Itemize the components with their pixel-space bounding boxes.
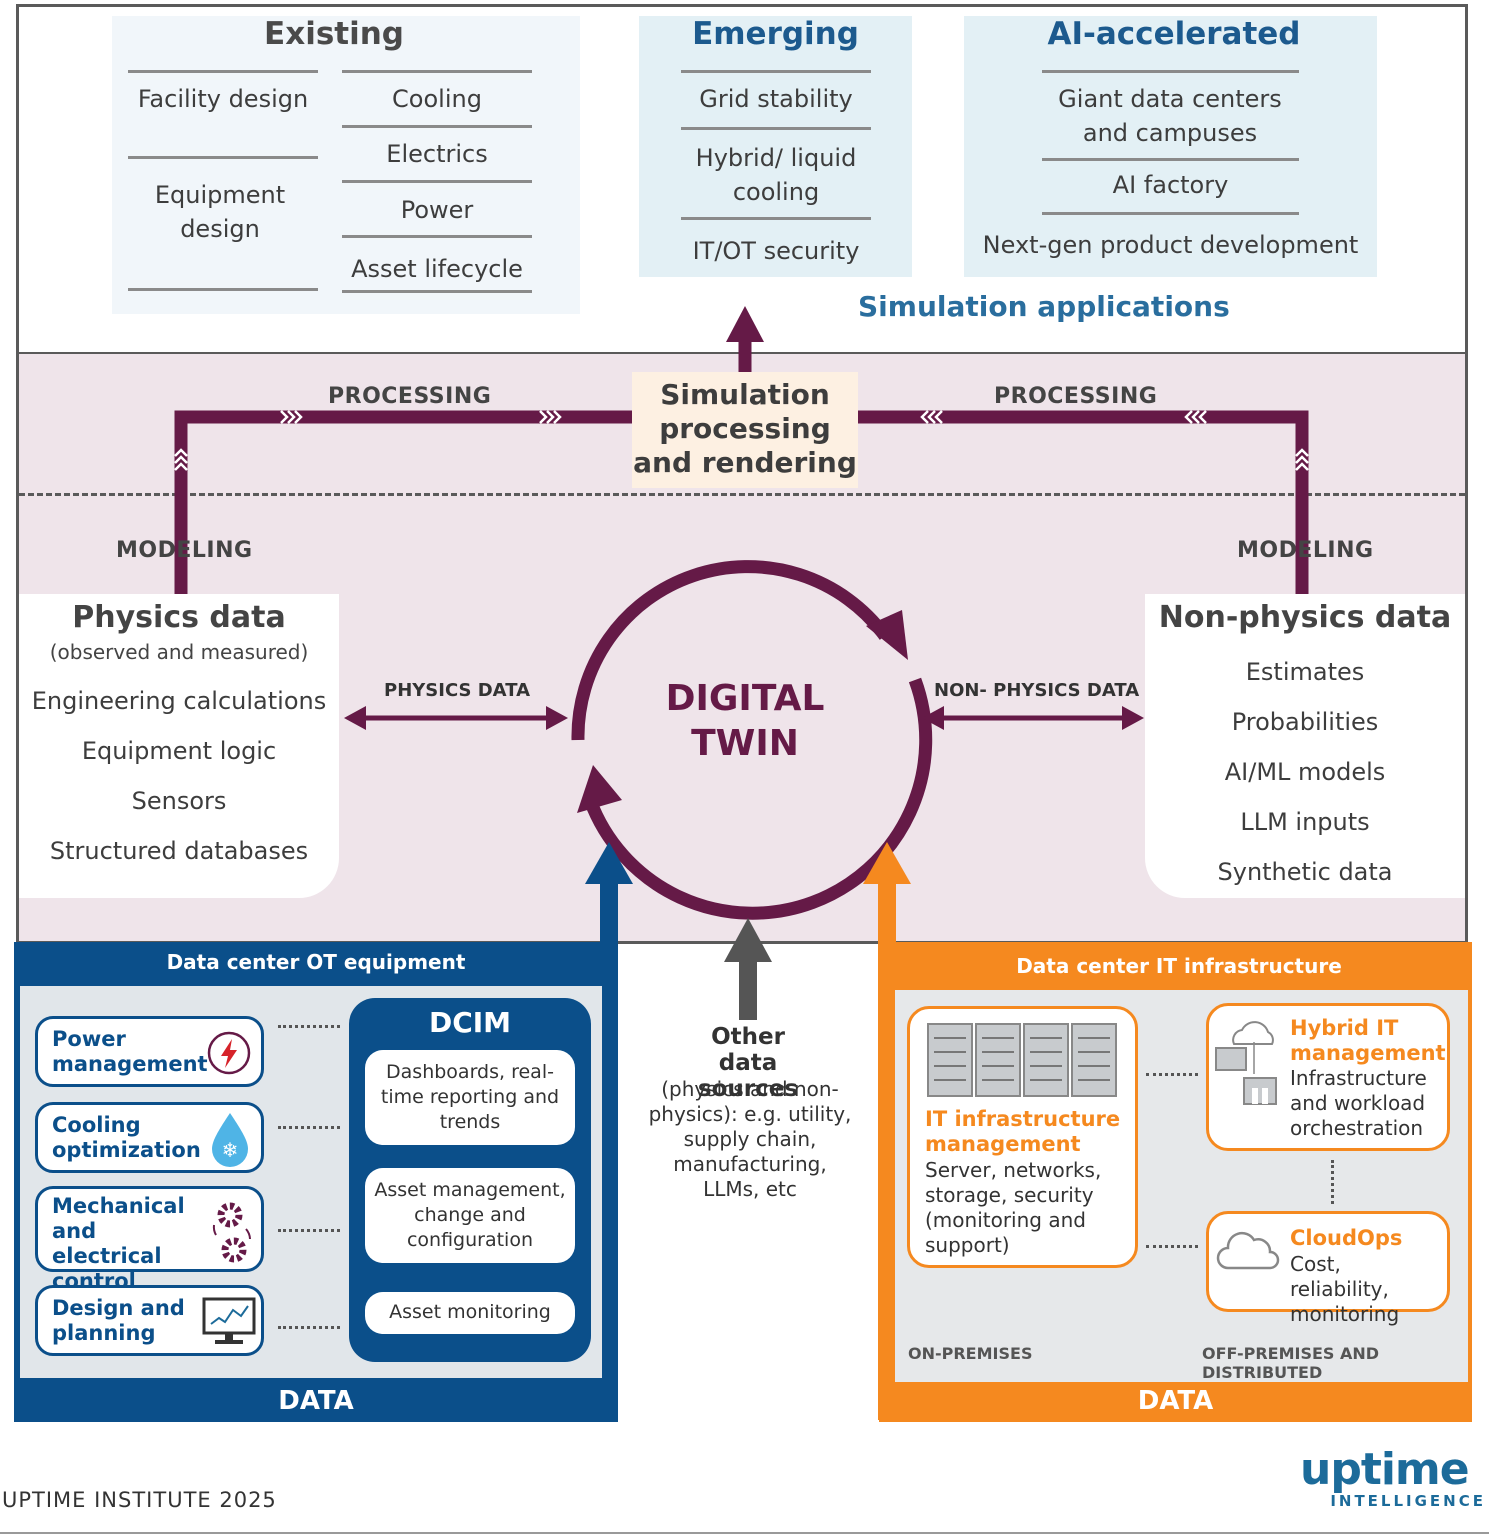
existing-item-facility-design: Facility design — [137, 85, 309, 113]
card-mechanical-electrical-control[interactable]: Mechanical and electrical control — [35, 1186, 264, 1293]
emerging-item-grid-stability: Grid stability — [699, 85, 853, 113]
off-premises-label: OFF-PREMISES AND DISTRIBUTED — [1202, 1344, 1380, 1382]
emerging-title: Emerging — [692, 16, 859, 52]
connector-cooling — [278, 1126, 340, 1129]
simulation-processing-box: Simulation processing and rendering — [632, 372, 858, 488]
nonphysics-item-synthetic: Synthetic data — [1217, 858, 1393, 886]
nonphysics-data-card — [1145, 594, 1465, 898]
it-infra-body: Server, networks, storage, security (mon… — [925, 1158, 1102, 1257]
ai-accelerated-title: AI-accelerated — [1047, 16, 1301, 52]
hybrid-it-title: Hybrid IT management — [1290, 1016, 1446, 1065]
connector-power — [278, 1025, 340, 1028]
dcim-dashboards[interactable]: Dashboards, real-time reporting and tren… — [365, 1050, 575, 1145]
it-header: Data center IT infrastructure — [1016, 954, 1342, 978]
card-design-planning[interactable]: Design and planning — [35, 1285, 264, 1356]
existing-panel — [112, 16, 580, 314]
it-infra-title: IT infrastructure management — [925, 1107, 1121, 1156]
cloudops-title: CloudOps — [1290, 1226, 1403, 1250]
connector-mechanical — [278, 1229, 340, 1232]
ot-footer: DATA — [278, 1386, 354, 1416]
uptime-logo: uptime INTELLIGENCE — [1300, 1444, 1486, 1511]
processing-label-left: PROCESSING — [328, 384, 492, 409]
nonphysics-item-llm: LLM inputs — [1240, 808, 1370, 836]
connector-infra-hybrid — [1146, 1073, 1198, 1076]
nonphysics-data-title: Non-physics data — [1158, 600, 1452, 635]
physics-data-subtitle: (observed and measured) — [49, 640, 309, 664]
existing-item-power: Power — [400, 196, 474, 224]
existing-title: Existing — [264, 16, 404, 52]
monitor-chart-icon — [202, 1297, 256, 1344]
cloud-icon — [1216, 1231, 1280, 1270]
nonphysics-data-arrow-label: NON- PHYSICS DATA — [934, 680, 1140, 701]
emerging-item-itot-security: IT/OT security — [692, 237, 860, 265]
ot-header: Data center OT equipment — [166, 950, 466, 974]
physics-data-arrow-label: PHYSICS DATA — [384, 680, 531, 701]
other-data-body: (physics and non-physics): e.g. utility,… — [648, 1077, 852, 1201]
nonphysics-item-probabilities: Probabilities — [1231, 708, 1379, 736]
dcim-title: DCIM — [428, 1006, 512, 1039]
existing-item-cooling: Cooling — [392, 85, 482, 113]
on-premises-label: ON-PREMISES — [908, 1344, 1033, 1363]
existing-item-equipment-design: Equipment design — [154, 181, 286, 243]
ai-item-giant-data-centers: Giant data centers and campuses — [1058, 85, 1282, 147]
connector-infra-cloud — [1146, 1245, 1198, 1248]
emerging-panel — [639, 16, 912, 277]
dcim-asset-monitoring[interactable]: Asset monitoring — [365, 1292, 575, 1334]
connector-design — [278, 1326, 340, 1329]
ai-item-next-gen: Next-gen product development — [982, 231, 1359, 259]
nonphysics-item-estimates: Estimates — [1245, 658, 1365, 686]
card-cooling-optimization[interactable]: Cooling optimization ❄ — [35, 1102, 264, 1173]
dashed-divider — [19, 493, 1465, 496]
water-drop-icon: ❄ — [212, 1113, 248, 1167]
card-power-management[interactable]: Power management — [35, 1016, 264, 1087]
simulation-applications-label: Simulation applications — [858, 290, 1230, 323]
physics-item-equipment-logic: Equipment logic — [81, 737, 277, 765]
ai-accelerated-panel — [964, 16, 1377, 277]
nonphysics-item-aiml: AI/ML models — [1224, 758, 1386, 786]
physics-item-structured-databases: Structured databases — [49, 837, 309, 865]
dcim-asset-management[interactable]: Asset management, change and configurati… — [365, 1168, 575, 1263]
processing-label-right: PROCESSING — [994, 384, 1158, 409]
physics-data-card — [19, 594, 339, 898]
physics-item-engineering: Engineering calculations — [31, 687, 327, 715]
footer-credit: UPTIME INSTITUTE 2025 — [2, 1488, 277, 1512]
hybrid-cloud-building-icon — [1215, 1021, 1277, 1105]
emerging-item-hybrid-cooling: Hybrid/ liquid cooling — [695, 144, 857, 206]
connector-hybrid-cloud — [1331, 1160, 1334, 1204]
ai-item-ai-factory: AI factory — [1112, 171, 1229, 199]
modeling-label-right: MODELING — [1237, 538, 1374, 563]
svg-text:❄: ❄ — [222, 1138, 239, 1162]
existing-item-asset-lifecycle: Asset lifecycle — [351, 255, 523, 283]
existing-item-electrics: Electrics — [386, 140, 488, 168]
server-rack-icon — [927, 1023, 1117, 1097]
other-data-title: Other data sources — [697, 1024, 799, 1102]
physics-item-sensors: Sensors — [131, 787, 227, 815]
footer-rule — [0, 1532, 1489, 1534]
physics-data-title: Physics data — [72, 600, 286, 635]
gears-icon — [212, 1202, 251, 1263]
hybrid-it-body: Infrastructure and workload orchestratio… — [1290, 1066, 1427, 1140]
power-icon — [207, 1031, 251, 1075]
cloudops-body: Cost, reliability, monitoring — [1290, 1252, 1400, 1326]
it-footer: DATA — [1137, 1386, 1214, 1416]
modeling-label-left: MODELING — [116, 538, 253, 563]
